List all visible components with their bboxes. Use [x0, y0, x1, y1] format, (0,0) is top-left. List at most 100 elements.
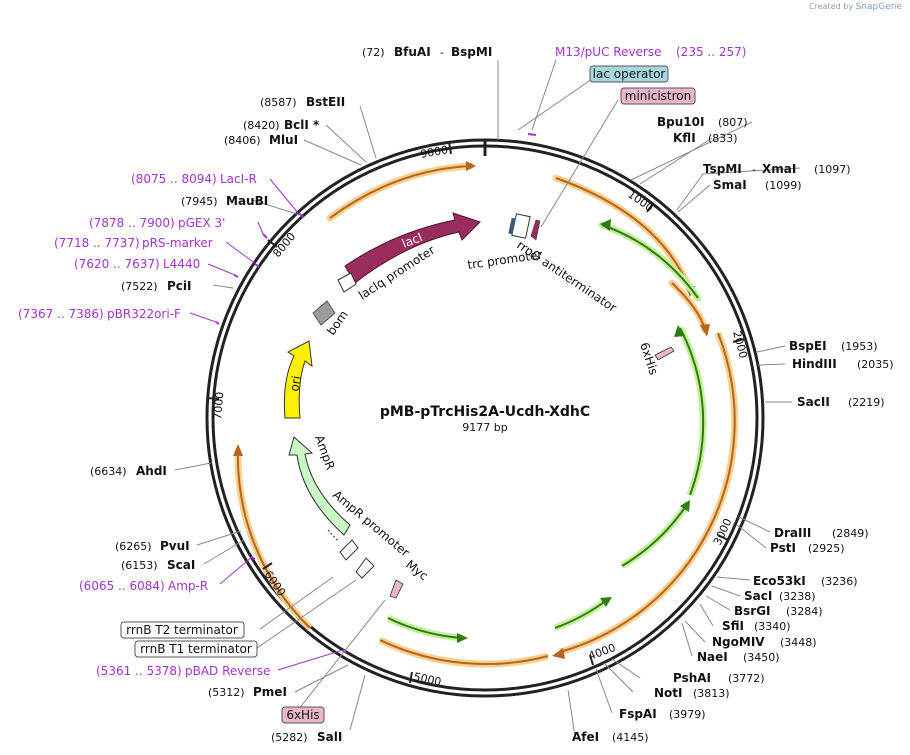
site-SmaI: SmaI — [713, 178, 747, 192]
minicistron-label: minicistron — [625, 89, 691, 103]
site-Bpu10I: Bpu10I — [657, 115, 704, 129]
AmpR-promoter-arrow1 — [339, 539, 359, 561]
credit-prefix: Created by — [809, 2, 854, 11]
pos-DraIII: (2849) — [832, 527, 869, 540]
pos-BstEII: (8587) — [260, 96, 297, 109]
pos-MluI: (8406) — [224, 134, 261, 147]
pos-NgoMIV: (3448) — [780, 636, 817, 649]
primer-pBAD-range: (5361 .. 5378) — [96, 664, 182, 678]
site-NgoMIV: NgoMIV — [712, 635, 765, 649]
pos-PciI: (7522) — [121, 280, 158, 293]
primer-pRS-range: (7718 .. 7737) — [54, 236, 140, 250]
plasmid-name: pMB-pTrcHis2A-Ucdh-XdhC — [380, 404, 590, 420]
pos-HindIII: (2035) — [857, 358, 894, 371]
site-SalI: SalI — [317, 730, 342, 744]
site-NotI: NotI — [654, 686, 683, 700]
feature-lacI: lacI — [344, 212, 481, 284]
pos-BclI: (8420) — [243, 119, 280, 132]
site-SfiI: SfiI — [722, 619, 744, 633]
rrnB-T1-box — [134, 640, 258, 658]
primer-pBR322-name: pBR322ori-F — [107, 307, 181, 321]
site-BspEI: BspEI — [789, 339, 827, 353]
6xHis-box-label: 6xHis — [286, 708, 319, 722]
rrnG-label: rrnG antiterminator — [514, 238, 619, 315]
pos-MauBI: (7945) — [181, 195, 218, 208]
tick-2000: 2000 — [730, 329, 750, 359]
pos-SmaI: (1099) — [765, 179, 802, 192]
site-PstI: PstI — [770, 541, 796, 555]
site-SacI: SacI — [744, 589, 772, 603]
6xHis-feature — [654, 346, 675, 361]
green-arrows — [386, 219, 707, 643]
pos-Bpu10I: (807) — [718, 116, 748, 129]
site-BsrGI: BsrGI — [734, 604, 771, 618]
trc-promoter-feature — [508, 213, 541, 241]
site-PshAI: PshAI — [673, 671, 711, 685]
pos-BspEI: (1953) — [841, 340, 878, 353]
bom-box — [312, 300, 336, 326]
tick-5000: 5000 — [412, 670, 442, 689]
pos-NotI: (3813) — [693, 687, 730, 700]
site-PciI: PciI — [167, 279, 192, 293]
site-PvuI: PvuI — [160, 539, 190, 553]
site-MauBI: MauBI — [226, 194, 268, 208]
pos-BsrGI: (3284) — [786, 605, 823, 618]
pos-PshAI: (3772) — [728, 672, 765, 685]
AmpR-label: AmpR — [312, 433, 337, 471]
Myc-label: Myc — [403, 557, 431, 583]
snapgene-credit: Created by SnapGene — [809, 2, 902, 12]
pos-TspMI: (1097) — [814, 163, 851, 176]
site-TspMI: TspMI — [703, 162, 742, 176]
site-NaeI: NaeI — [697, 650, 728, 664]
site-dash-2: - — [752, 163, 756, 176]
pos-SacII: (2219) — [848, 396, 885, 409]
site-DraIII: DraIII — [774, 526, 811, 540]
site-MluI: MluI — [269, 133, 298, 147]
site-BfuAI: BfuAI — [394, 45, 431, 59]
primer-pGEX-name: pGEX 3' — [178, 216, 225, 230]
snapgene-logo: SnapGene — [855, 2, 902, 12]
lac-operator-label: lac operator — [593, 67, 666, 81]
rrnB-T1-label: rrnB T1 terminator — [140, 642, 252, 656]
pos-SalI: (5282) — [271, 731, 308, 744]
primer-leaders — [189, 178, 344, 671]
primer-pBR322-range: (7367 .. 7386) — [18, 307, 104, 321]
6xHis-box — [281, 706, 325, 724]
primer-pGEX-range: (7878 .. 7900) — [89, 216, 175, 230]
rrnB-T2-box — [120, 621, 245, 639]
tick-7000: 7000 — [211, 391, 226, 420]
tick-1000: 1000 — [625, 188, 655, 215]
primer-AmpR-name: Amp-R — [168, 579, 208, 593]
rrnB-T2-label: rrnB T2 terminator — [126, 623, 238, 637]
site-XmaI: XmaI — [762, 162, 796, 176]
pos-PmeI: (5312) — [208, 686, 245, 699]
site-BclI: BclI * — [284, 118, 320, 132]
Myc-feature — [389, 579, 404, 599]
site-Eco53kI: Eco53kI — [753, 574, 806, 588]
pos-PvuI: (6265) — [115, 540, 152, 553]
pos-ScaI: (6153) — [121, 559, 158, 572]
pos-AfeI: (4145) — [612, 731, 649, 744]
primer-pBAD-name: pBAD Reverse — [185, 664, 270, 678]
lac-operator-box — [589, 65, 669, 83]
primer-M13-name: M13/pUC Reverse — [555, 45, 662, 59]
site-ScaI: ScaI — [167, 558, 195, 572]
ori-label: ori — [287, 375, 303, 393]
site-KflI: KflI — [673, 131, 696, 145]
pos-SfiI: (3340) — [754, 620, 791, 633]
site-HindIII: HindIII — [792, 357, 837, 371]
site-AfeI: AfeI — [572, 730, 599, 744]
pos-NaeI: (3450) — [743, 651, 780, 664]
site-BspMI: BspMI — [451, 45, 492, 59]
primer-AmpR-range: (6065 .. 6084) — [79, 579, 165, 593]
AmpR-promoter-arrow2 — [355, 557, 375, 579]
site-PmeI: PmeI — [253, 685, 287, 699]
pos-FspAI: (3979) — [669, 708, 706, 721]
pos-BfuAI: (72) — [362, 46, 385, 59]
feature-ori: ori — [283, 340, 313, 419]
site-SacII: SacII — [797, 395, 830, 409]
plasmid-size: 9177 bp — [462, 421, 507, 434]
primer-pRS-name: pRS-marker — [142, 236, 213, 250]
primer-L4440-range: (7620 .. 7637) — [74, 257, 160, 271]
